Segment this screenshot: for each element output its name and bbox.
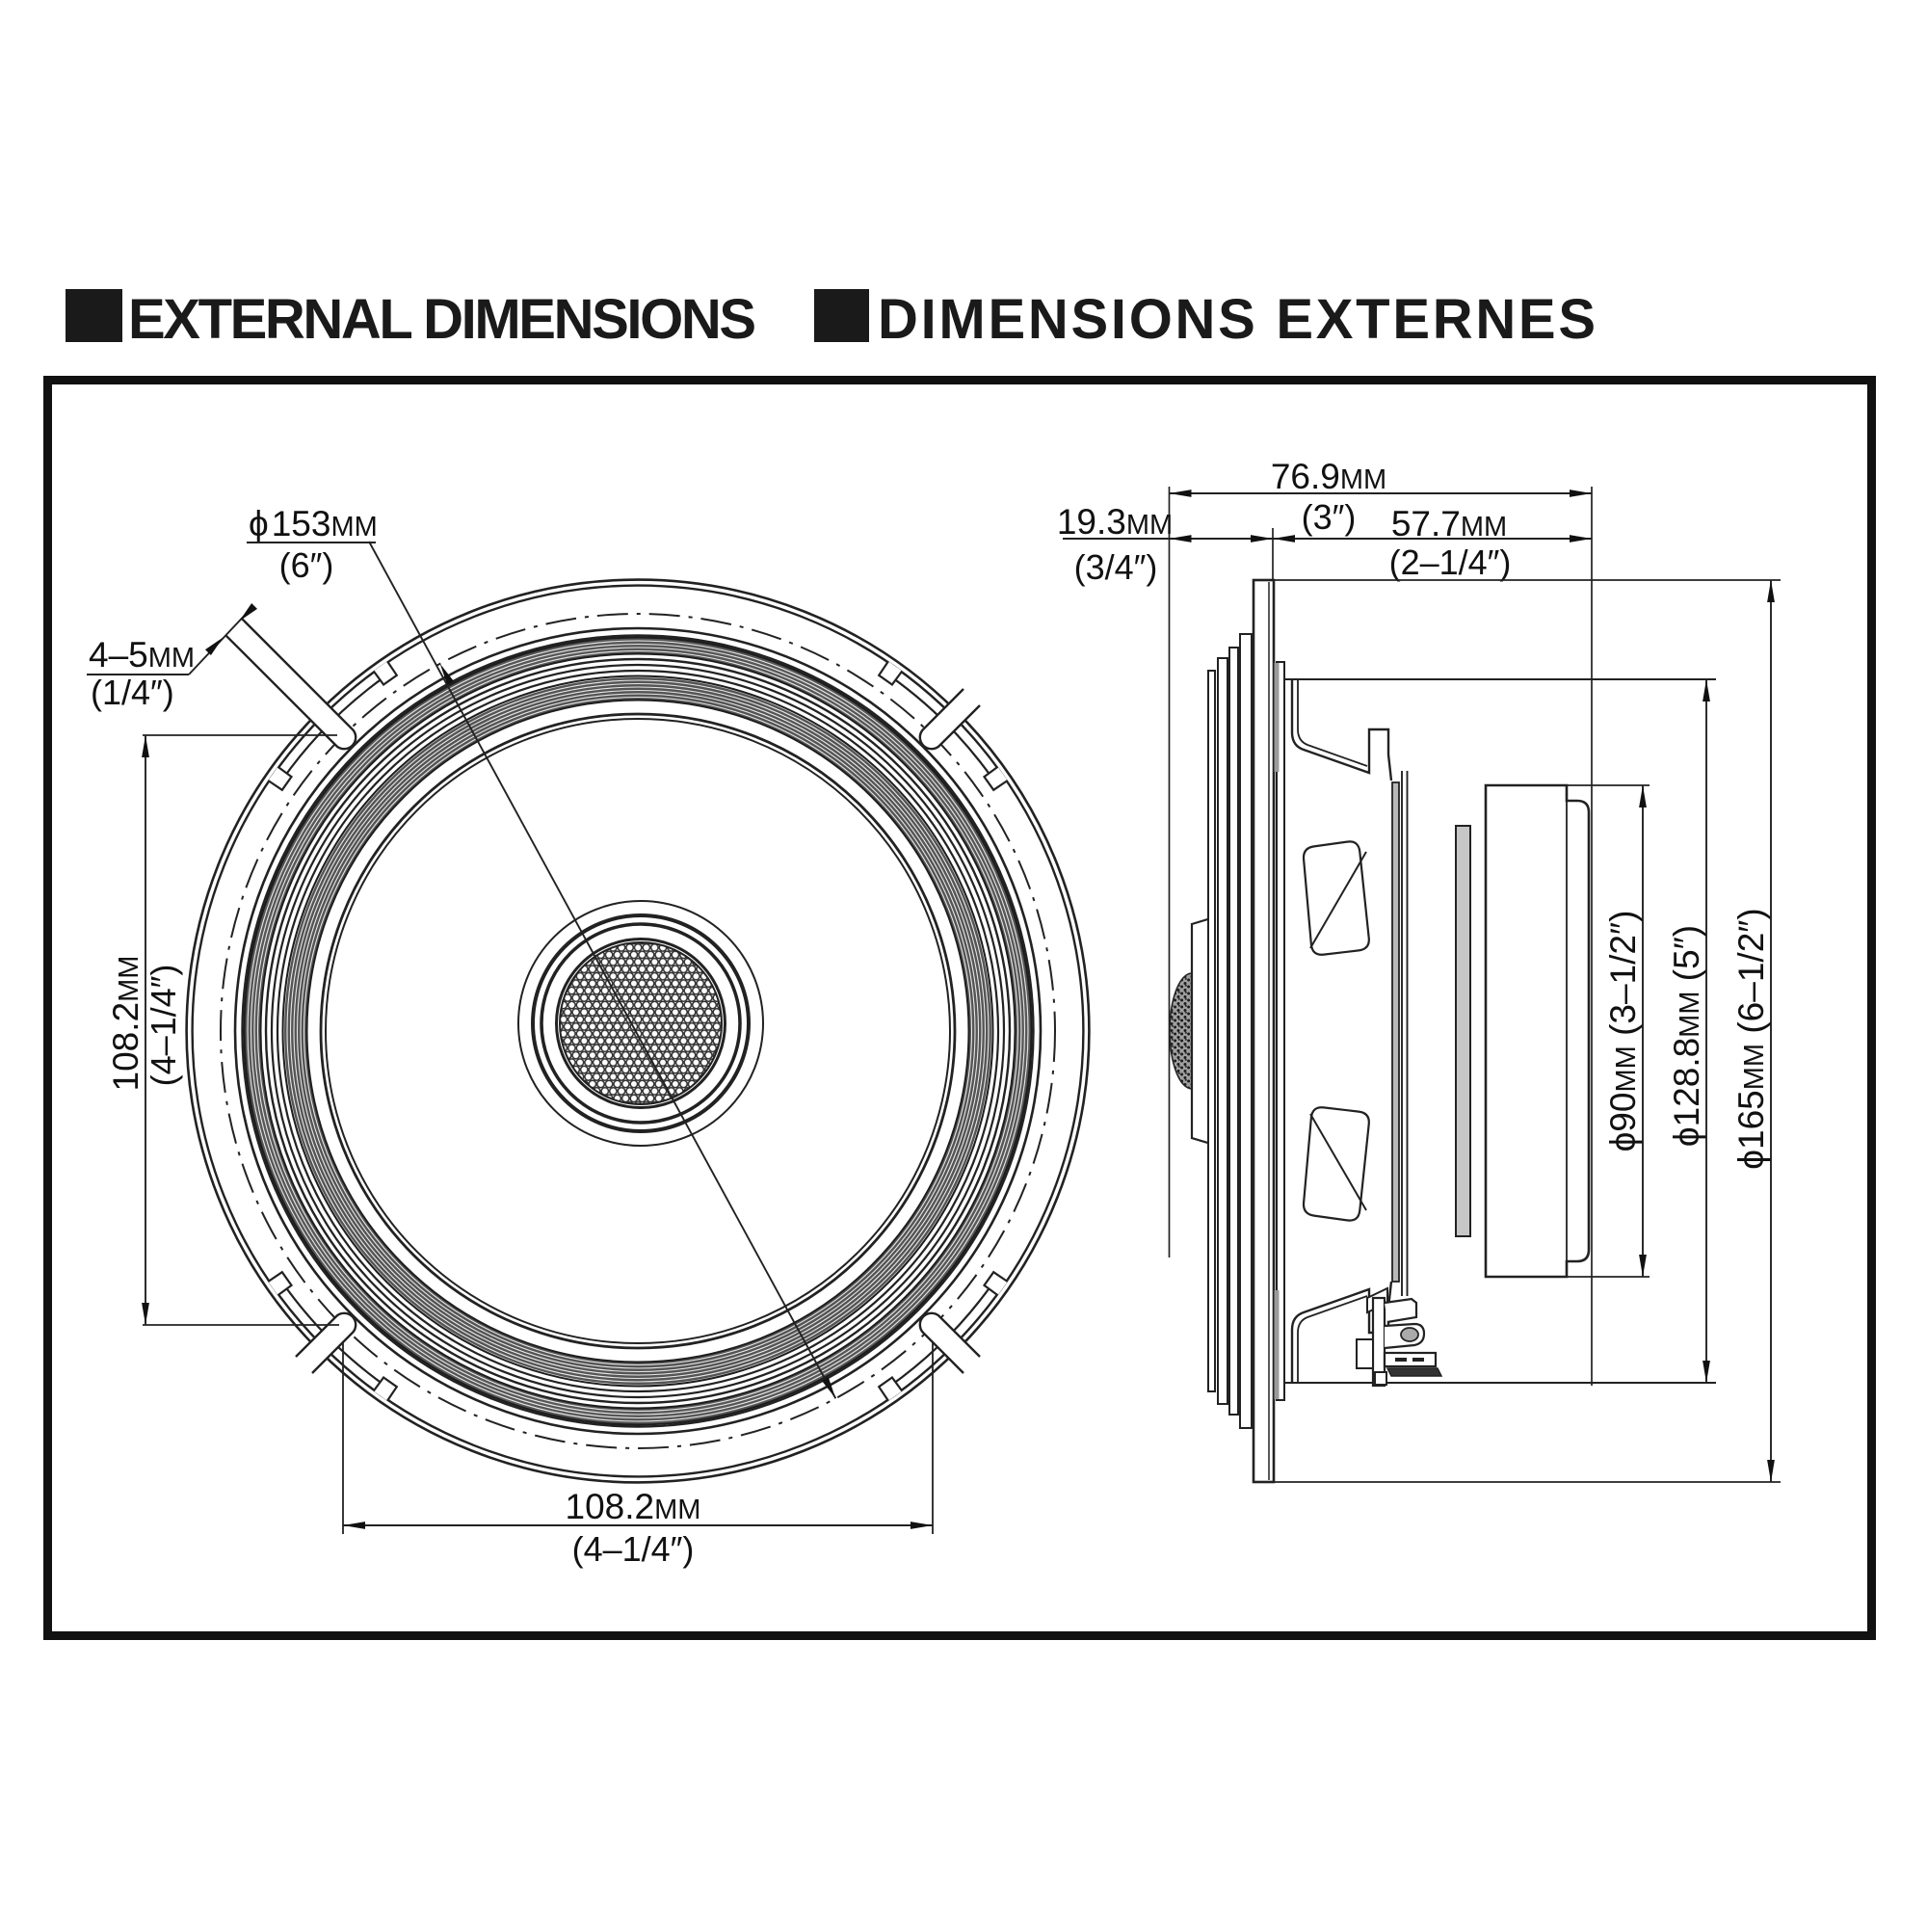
svg-text:DIMENSIONS EXTERNES: DIMENSIONS EXTERNES [878, 288, 1596, 351]
svg-text:(3/4″): (3/4″) [1074, 547, 1158, 587]
svg-text:(4–1/4″): (4–1/4″) [572, 1529, 695, 1569]
svg-text:ϕ128.8MM (5″): ϕ128.8MM (5″) [1667, 925, 1706, 1147]
svg-text:ϕ165MM (6–1/2″): ϕ165MM (6–1/2″) [1731, 908, 1771, 1169]
svg-text:19.3MM: 19.3MM [1057, 502, 1173, 542]
svg-text:EXTERNAL DIMENSIONS: EXTERNAL DIMENSIONS [128, 288, 756, 351]
svg-text:(3″): (3″) [1302, 497, 1357, 537]
svg-text:(4–1/4″): (4–1/4″) [144, 965, 183, 1087]
svg-text:ϕ90MM (3–1/2″): ϕ90MM (3–1/2″) [1603, 911, 1643, 1152]
svg-text:(6″): (6″) [279, 545, 334, 585]
svg-text:(2–1/4″): (2–1/4″) [1389, 543, 1512, 582]
svg-text:(1/4″): (1/4″) [91, 673, 174, 712]
svg-text:4–5MM: 4–5MM [89, 635, 195, 675]
